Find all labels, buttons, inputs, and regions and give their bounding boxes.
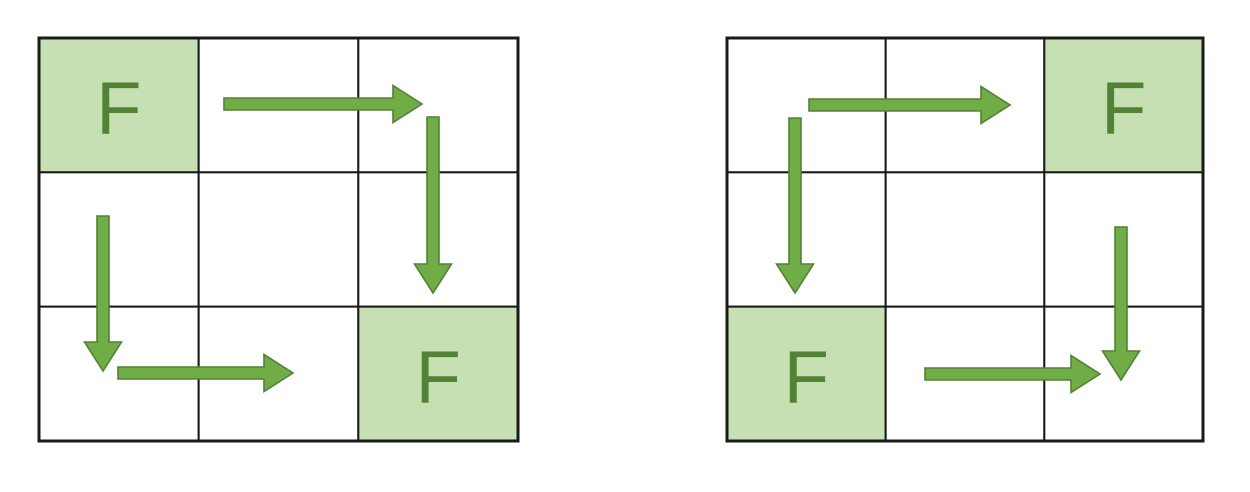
goal-cell-label: F <box>784 335 829 418</box>
goal-cell-label: F <box>96 67 141 150</box>
path-arrow-right <box>808 85 1012 125</box>
path-arrow-right <box>924 354 1102 394</box>
grid-cell-r1-c1 <box>884 171 1046 308</box>
grid-cell-r1-c1 <box>197 171 360 308</box>
goal-cell-label: F <box>1101 67 1146 150</box>
path-arrow-down <box>83 215 123 373</box>
goal-cell-r0-c0 <box>38 37 200 174</box>
grid-left: FF <box>37 36 520 443</box>
path-arrow-down <box>775 117 815 295</box>
path-arrow-down <box>1101 226 1141 382</box>
path-arrow-right <box>223 84 424 124</box>
path-arrow-down <box>413 116 453 295</box>
goal-cell-r0-c2 <box>1043 37 1205 174</box>
goal-cell-r2-c0 <box>726 305 887 442</box>
grid-cell-r1-c0 <box>38 171 200 308</box>
grid-border <box>725 36 1205 443</box>
path-arrow-right <box>117 353 295 393</box>
grid-right: FF <box>725 36 1205 443</box>
goal-cell-label: F <box>416 335 461 418</box>
grid-cell-r1-c0 <box>726 171 887 308</box>
grid-border <box>37 36 520 443</box>
